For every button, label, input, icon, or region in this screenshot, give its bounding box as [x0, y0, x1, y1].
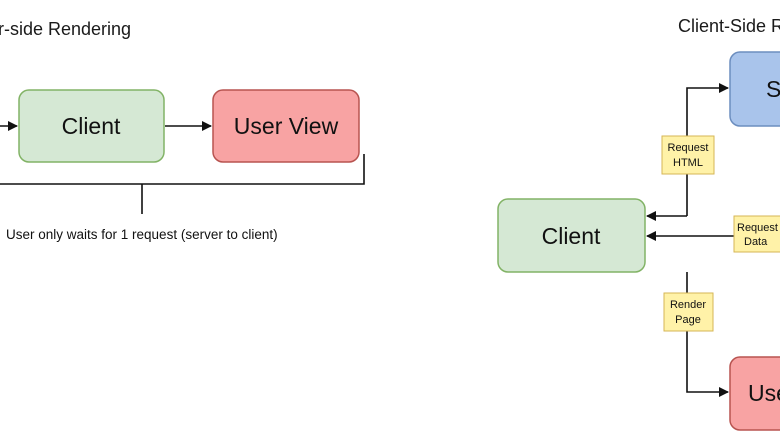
ssr-userview-label: User View: [234, 113, 339, 139]
csr-title: Client-Side R: [678, 16, 780, 36]
csr-request-html-tag: Request HTML: [661, 135, 715, 175]
csr-client-box: [497, 198, 646, 273]
csr-render-page-line1: Render: [670, 299, 706, 311]
ssr-title: r-side Rendering: [0, 19, 131, 39]
csr-server-node: S: [729, 51, 780, 127]
csr-render-page-line2: Page: [675, 314, 701, 326]
ssr-userview-node: User View: [212, 89, 360, 163]
csr-render-arrow-to-userview: [686, 272, 729, 397]
csr-render-page-tag-box: [663, 292, 714, 332]
csr-client-node: Client: [497, 198, 646, 273]
csr-request-data-tag-box: [733, 215, 780, 253]
ssr-wait-bracket: [0, 154, 365, 185]
csr-userview-box: [729, 356, 780, 431]
ssr-wait-note: User only waits for 1 request (server to…: [6, 227, 278, 242]
csr-userview-node: Use: [729, 356, 780, 431]
ssr-userview-box: [212, 89, 360, 163]
ssr-client-box: [18, 89, 165, 163]
csr-request-html-line2: HTML: [673, 157, 703, 169]
csr-server-box: [729, 51, 780, 127]
csr-request-data-line1: Request: [737, 222, 778, 234]
csr-request-html-tag-box: [661, 135, 715, 175]
csr-client-label: Client: [542, 223, 601, 249]
csr-request-html-line1: Request: [668, 142, 709, 154]
ssr-client-node: Client: [18, 89, 165, 163]
csr-userview-label: Use: [748, 380, 780, 406]
csr-request-data-tag: Request Data: [733, 215, 780, 253]
csr-render-page-tag: Render Page: [663, 292, 714, 332]
ssr-client-label: Client: [62, 113, 121, 139]
csr-server-label: S: [766, 76, 780, 102]
csr-request-data-line2: Data: [744, 236, 768, 248]
